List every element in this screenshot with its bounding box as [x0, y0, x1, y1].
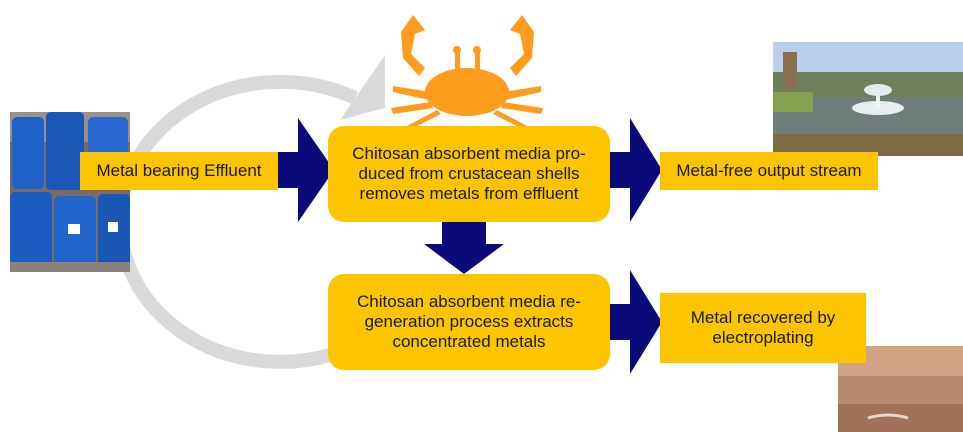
output-stream-box: Metal-free output stream	[660, 152, 878, 190]
regeneration-label: Chitosan absorbent media re- generation …	[357, 292, 581, 351]
input-effluent-label: Metal bearing Effluent	[96, 161, 262, 180]
absorption-label: Chitosan absorbent media pro- duced from…	[352, 144, 586, 203]
arrow-input-to-absorb	[278, 118, 334, 222]
metal-recovered-label: Metal recovered by electroplating	[690, 308, 836, 347]
fountain-pond-photo	[773, 42, 963, 156]
regeneration-box: Chitosan absorbent media re- generation …	[328, 274, 610, 370]
blue-barrels-photo	[10, 112, 130, 272]
metal-recovered-box: Metal recovered by electroplating	[660, 293, 866, 363]
arrow-absorb-to-regen	[424, 222, 504, 274]
input-effluent-box: Metal bearing Effluent	[80, 152, 278, 190]
output-stream-label: Metal-free output stream	[676, 161, 862, 180]
arrow-regen-to-recovered	[606, 270, 662, 374]
absorption-box: Chitosan absorbent media pro- duced from…	[328, 126, 610, 222]
crab-icon	[391, 15, 543, 128]
arrow-absorb-to-output	[606, 118, 662, 222]
